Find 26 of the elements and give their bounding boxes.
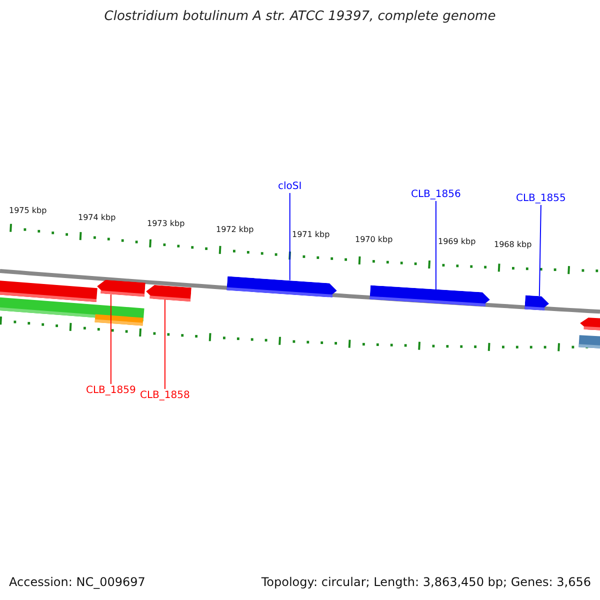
scale-label: 1973 kbp bbox=[147, 219, 185, 228]
gene-segment bbox=[524, 295, 550, 311]
diagram-title: Clostridium botulinum A str. ATCC 19397, complete genome bbox=[103, 9, 497, 24]
gene-segment bbox=[370, 286, 490, 308]
scale-label: 1971 kbp bbox=[292, 230, 330, 239]
gene-label: CLB_1856 bbox=[411, 189, 461, 200]
gene-segment bbox=[226, 276, 338, 298]
scale-label: 1969 kbp bbox=[438, 237, 476, 246]
gene-segment bbox=[96, 279, 146, 297]
footer-text: Accession: NC_009697 bbox=[9, 575, 146, 589]
scale-label: 1974 kbp bbox=[78, 213, 116, 222]
footer-text: Topology: circular; Length: 3,863,450 bp; Genes: 3,656 bbox=[261, 575, 591, 589]
scale-label: 1968 kbp bbox=[494, 240, 532, 249]
gene-segment bbox=[146, 284, 192, 302]
gene-label: cloSI bbox=[278, 181, 302, 192]
gene-label: CLB_1855 bbox=[516, 193, 566, 204]
scale-label: 1975 kbp bbox=[9, 206, 47, 215]
leader-line bbox=[289, 192, 290, 281]
scale-label: 1970 kbp bbox=[355, 235, 393, 244]
leader-line bbox=[435, 200, 436, 290]
leader-line bbox=[110, 294, 112, 384]
gene-label: CLB_1859 bbox=[86, 385, 136, 396]
leader-line bbox=[538, 204, 542, 297]
scale-label: 1972 kbp bbox=[216, 225, 254, 234]
leader-line bbox=[164, 298, 166, 390]
gene-label: CLB_1858 bbox=[140, 390, 190, 401]
